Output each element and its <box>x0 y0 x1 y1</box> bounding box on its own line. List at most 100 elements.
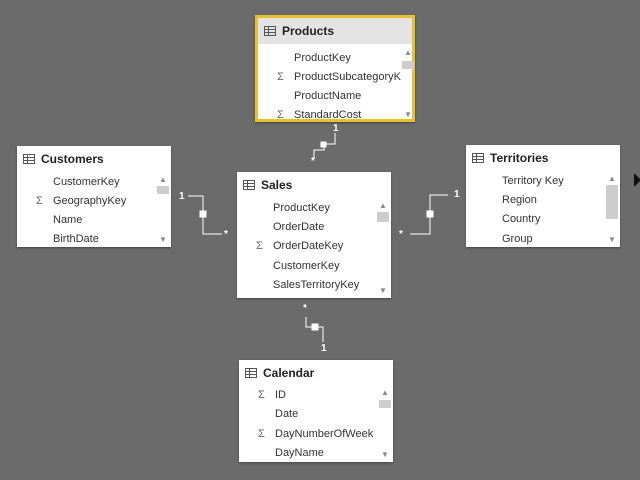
field-name: CustomerKey <box>273 260 340 272</box>
territories-sales-one-label: 1 <box>454 189 460 200</box>
customers-sales-one-label: 1 <box>179 191 185 202</box>
scroll-down-icon[interactable]: ▼ <box>379 286 387 295</box>
field-row[interactable]: DayName <box>239 444 377 462</box>
field-row[interactable]: Σ ProductSubcategoryK <box>258 68 401 87</box>
table-icon <box>472 153 484 163</box>
relationship-products-sales-marker <box>320 141 327 148</box>
field-name: OrderDate <box>273 221 325 233</box>
field-name: ProductSubcategoryK <box>294 71 401 83</box>
table-card-customers[interactable]: Customers CustomerKey Σ GeographyKey Nam… <box>17 146 171 247</box>
field-name: SalesTerritoryKey <box>273 279 360 291</box>
field-name: DayNumberOfWeek <box>275 428 374 440</box>
calendar-sales-one-label: 1 <box>321 343 327 354</box>
field-row[interactable]: Σ DayNumberOfWeek <box>239 425 377 444</box>
table-icon <box>243 180 255 190</box>
sigma-icon: Σ <box>258 428 265 440</box>
territories-sales-many-label: * <box>399 229 403 240</box>
field-name: StandardCost <box>294 109 362 120</box>
field-name: CustomerKey <box>53 176 120 188</box>
table-title: Territories <box>490 151 549 165</box>
scroll-down-icon[interactable]: ▼ <box>608 235 616 244</box>
table-header-customers[interactable]: Customers <box>17 146 171 172</box>
field-row[interactable]: ProductKey <box>258 49 401 68</box>
table-card-territories[interactable]: Territories Territory Key Region Country… <box>466 145 620 247</box>
field-name: ProductKey <box>273 202 330 214</box>
sigma-icon: Σ <box>256 240 263 252</box>
scroll-down-icon[interactable]: ▼ <box>381 450 389 459</box>
field-name: ID <box>275 389 286 401</box>
field-row[interactable]: CustomerKey <box>237 257 375 276</box>
vertical-scrollbar[interactable]: ▲ ▼ <box>605 174 619 245</box>
field-name: Region <box>502 194 537 206</box>
scroll-thumb[interactable] <box>157 186 169 194</box>
sigma-icon: Σ <box>277 71 284 83</box>
table-header-territories[interactable]: Territories <box>466 145 620 171</box>
field-row[interactable]: Σ ID <box>239 386 377 405</box>
scroll-up-icon[interactable]: ▲ <box>159 175 167 184</box>
table-header-sales[interactable]: Sales <box>237 172 391 198</box>
table-title: Customers <box>41 152 104 166</box>
mouse-pointer-icon <box>634 173 640 187</box>
field-name: ProductName <box>294 90 362 102</box>
table-icon <box>23 154 35 164</box>
field-row[interactable]: ProductName <box>258 87 401 106</box>
table-card-sales[interactable]: Sales ProductKey OrderDate Σ OrderDateKe… <box>237 172 391 298</box>
field-row[interactable]: CustomerKey <box>17 173 155 192</box>
products-sales-one-label: 1 <box>333 123 339 134</box>
field-name: GeographyKey <box>53 195 127 207</box>
field-row[interactable]: Σ OrderDateKey <box>237 237 375 256</box>
scroll-thumb[interactable] <box>377 212 389 222</box>
field-row[interactable]: ProductKey <box>237 199 375 218</box>
table-icon <box>264 26 276 36</box>
vertical-scrollbar[interactable]: ▲ ▼ <box>376 201 390 296</box>
field-row[interactable]: OrderDate <box>237 218 375 237</box>
field-name: Date <box>275 408 299 420</box>
field-row[interactable]: Group <box>466 230 604 247</box>
field-row[interactable]: Σ GeographyKey <box>17 192 155 211</box>
scroll-up-icon[interactable]: ▲ <box>379 201 387 210</box>
scroll-thumb[interactable] <box>379 400 391 408</box>
scroll-down-icon[interactable]: ▼ <box>159 235 167 244</box>
field-row[interactable]: Date <box>239 405 377 424</box>
calendar-sales-many-label: * <box>303 303 307 314</box>
relationship-territories-sales-marker <box>426 210 434 218</box>
field-row[interactable]: Country <box>466 210 604 229</box>
table-header-products[interactable]: Products <box>258 18 412 44</box>
field-name: DayName <box>275 447 324 459</box>
table-card-calendar[interactable]: Calendar Σ ID Date Σ DayNumberOfWeek Day… <box>239 360 393 462</box>
field-name: Territory Key <box>502 175 564 187</box>
field-name: Name <box>53 214 83 226</box>
scroll-thumb[interactable] <box>606 185 618 219</box>
field-name: ProductKey <box>294 52 351 64</box>
products-sales-many-label: * <box>311 156 315 167</box>
scroll-down-icon[interactable]: ▼ <box>404 110 412 119</box>
scroll-up-icon[interactable]: ▲ <box>404 48 412 57</box>
vertical-scrollbar[interactable]: ▲ ▼ <box>378 388 392 460</box>
field-name: Country <box>502 213 541 225</box>
table-icon <box>245 368 257 378</box>
field-row[interactable]: SalesTerritoryKey <box>237 276 375 295</box>
scroll-up-icon[interactable]: ▲ <box>381 388 389 397</box>
field-row[interactable]: Σ StandardCost <box>258 106 401 120</box>
field-row[interactable]: BirthDate <box>17 230 155 247</box>
table-title: Calendar <box>263 366 315 380</box>
table-title: Products <box>282 24 335 38</box>
relationship-customers-sales-marker <box>199 210 207 218</box>
field-row[interactable]: Region <box>466 191 604 210</box>
table-header-calendar[interactable]: Calendar <box>239 360 393 386</box>
vertical-scrollbar[interactable]: ▲ ▼ <box>401 48 415 120</box>
table-title: Sales <box>261 178 293 192</box>
relationship-calendar-sales-marker <box>311 323 319 331</box>
customers-sales-many-label: * <box>224 229 228 240</box>
vertical-scrollbar[interactable]: ▲ ▼ <box>156 175 170 245</box>
table-card-products[interactable]: Products ProductKey Σ ProductSubcategory… <box>255 15 415 122</box>
field-name: OrderDateKey <box>273 240 344 252</box>
field-name: Group <box>502 233 533 245</box>
sigma-icon: Σ <box>36 195 43 207</box>
scroll-thumb[interactable] <box>402 61 414 69</box>
field-row[interactable]: Territory Key <box>466 172 604 191</box>
field-row[interactable]: Name <box>17 211 155 230</box>
scroll-up-icon[interactable]: ▲ <box>608 174 616 183</box>
